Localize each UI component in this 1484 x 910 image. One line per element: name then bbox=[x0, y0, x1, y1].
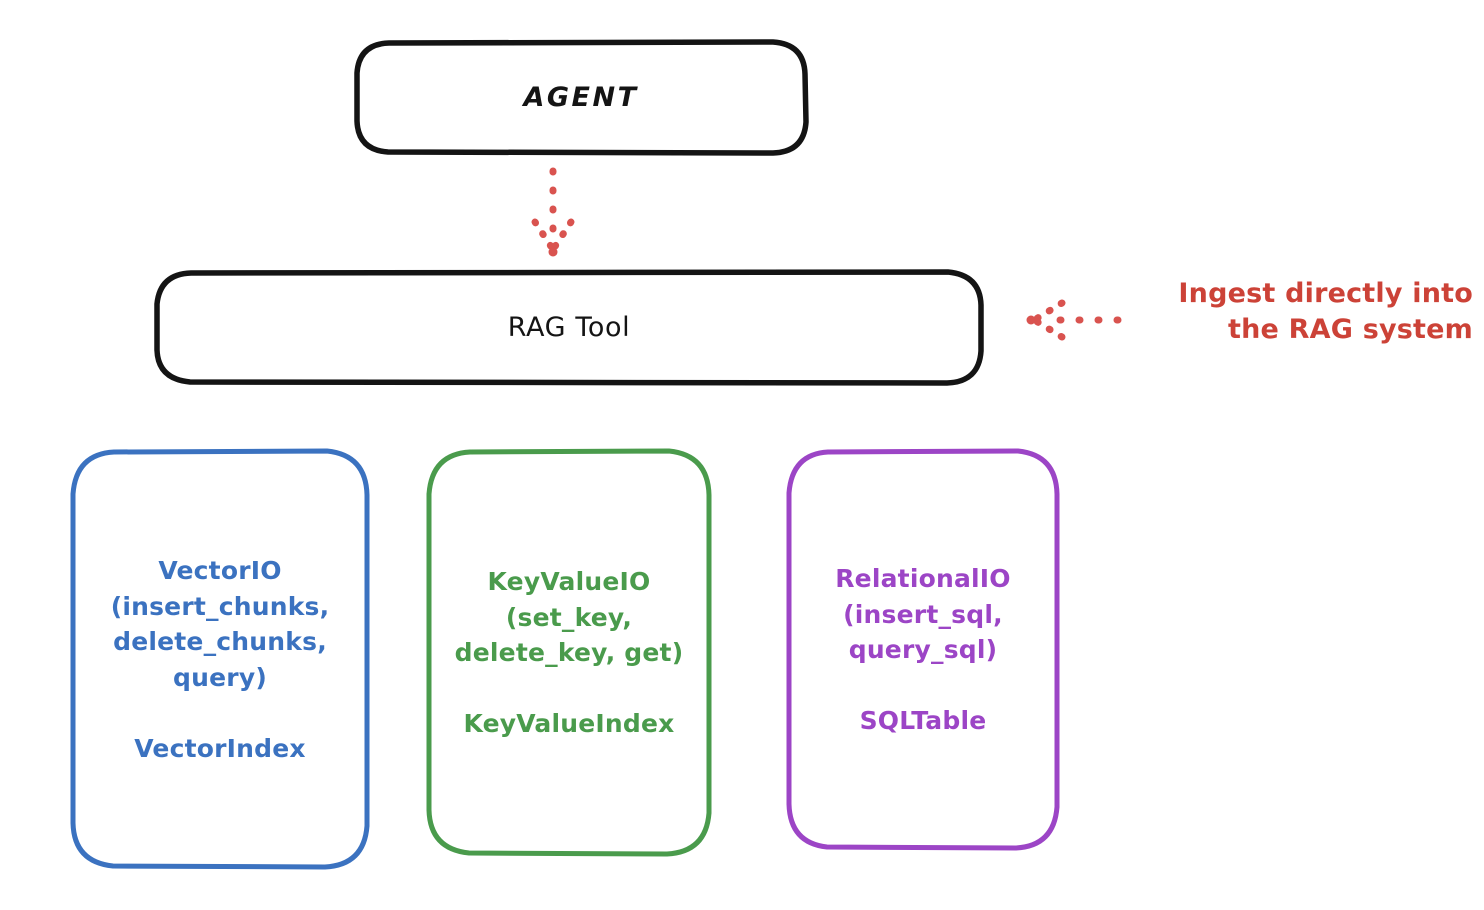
keyvalueio-index-label: KeyValueIndex bbox=[463, 709, 675, 739]
agent-node[interactable]: AGENT bbox=[354, 39, 809, 156]
relationalio-node-label: RelationalIO (insert_sql, query_sql) SQLT… bbox=[827, 561, 1019, 739]
keyvalueio-node[interactable]: KeyValueIO (set_key, delete_key, get) Key… bbox=[426, 448, 712, 857]
agent-node-label: AGENT bbox=[523, 81, 639, 113]
vectorio-api-label: VectorIO (insert_chunks, delete_chunks, … bbox=[110, 556, 330, 692]
vectorio-index-label: VectorIndex bbox=[134, 733, 306, 763]
annotation-to-ragtool-arrow bbox=[1026, 299, 1122, 341]
rag-tool-node[interactable]: RAG Tool bbox=[154, 269, 984, 386]
relationalio-index-label: SQLTable bbox=[859, 706, 987, 736]
keyvalueio-api-label: KeyValueIO (set_key, delete_key, get) bbox=[454, 567, 684, 668]
keyvalueio-node-label: KeyValueIO (set_key, delete_key, get) Key… bbox=[447, 564, 692, 742]
relationalio-api-label: RelationalIO (insert_sql, query_sql) bbox=[835, 564, 1011, 665]
agent-to-ragtool-arrow bbox=[531, 167, 575, 257]
vectorio-node-label: VectorIO (insert_chunks, delete_chunks, … bbox=[103, 553, 338, 766]
ingest-annotation-text: Ingest directly into the RAG system bbox=[1178, 278, 1473, 346]
rag-tool-node-label: RAG Tool bbox=[507, 311, 631, 343]
relationalio-node[interactable]: RelationalIO (insert_sql, query_sql) SQLT… bbox=[786, 448, 1060, 851]
vectorio-node[interactable]: VectorIO (insert_chunks, delete_chunks, … bbox=[70, 448, 370, 870]
